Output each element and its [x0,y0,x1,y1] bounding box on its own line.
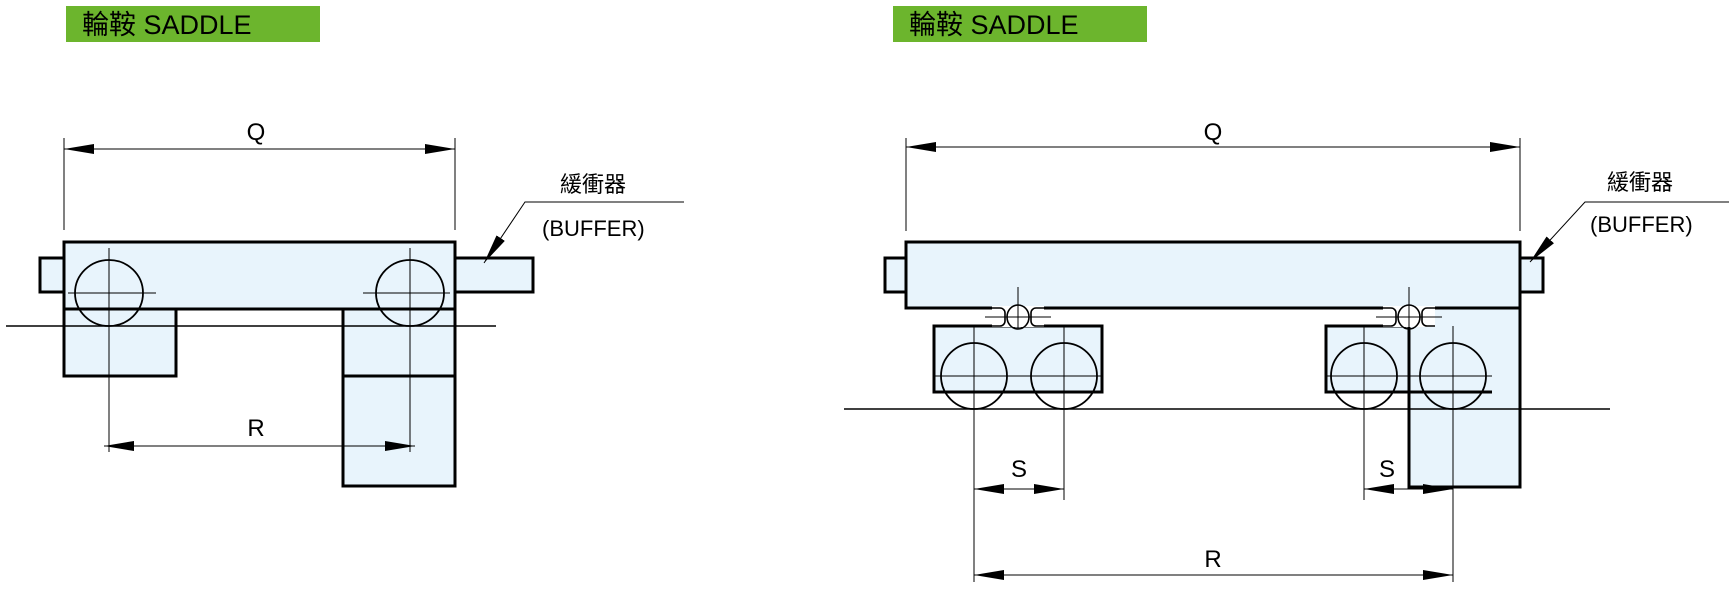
left-saddle-diagram: 輪鞍 SADDLE Q R 緩衝器 (BUFFER) [6,6,684,488]
left-buffer-leader [483,201,684,264]
left-lower-block [62,307,178,378]
right-title-badge: 輪鞍 SADDLE [893,6,1147,42]
left-buffer-label-cn: 緩衝器 [560,172,626,197]
right-buffer-label-cn: 緩衝器 [1607,170,1673,195]
left-leg [341,307,457,488]
left-buffer-label-en: (BUFFER) [542,216,645,241]
pivot-left [985,287,1051,330]
right-buffer-left [883,256,908,294]
left-q-label: Q [247,119,266,146]
right-buffer-label-en: (BUFFER) [1590,212,1693,237]
right-title: 輪鞍 SADDLE [909,10,1079,40]
left-title: 輪鞍 SADDLE [82,10,252,40]
right-beam [904,240,1522,310]
left-buffer-left [38,256,66,294]
left-buffer-right [453,256,535,294]
left-title-badge: 輪鞍 SADDLE [66,6,320,42]
pivot-right [1376,287,1442,330]
left-beam [62,240,457,311]
right-saddle-diagram: 輪鞍 SADDLE Q [844,6,1729,582]
s-label-left: S [1011,456,1027,483]
left-r-label: R [247,415,264,442]
right-buffer-right [1518,256,1545,294]
right-q-label: Q [1204,119,1223,146]
right-leg [1407,304,1522,489]
s-label-right: S [1379,456,1395,483]
bogie-left [932,324,1104,394]
right-r-label: R [1204,546,1221,573]
right-buffer-leader [1529,201,1729,263]
